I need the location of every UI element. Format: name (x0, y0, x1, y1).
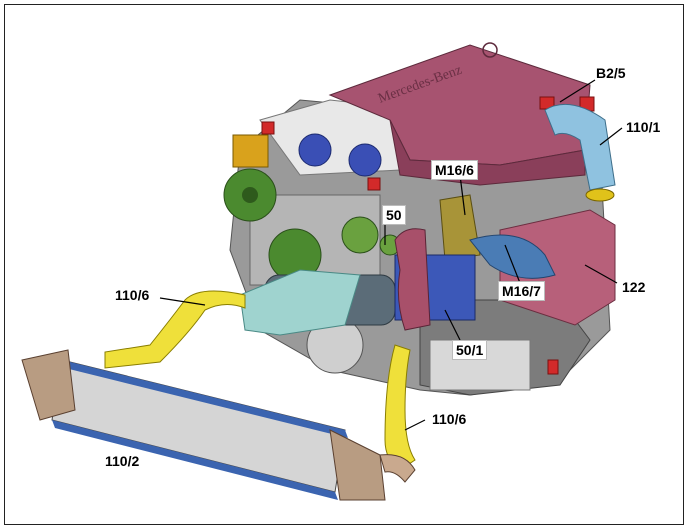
intake-duct (239, 269, 361, 336)
throttle-actuator (439, 194, 481, 261)
label-110-2: 110/2 (105, 453, 140, 469)
charge-hose-left (104, 290, 246, 369)
label-110-1: 110/1 (626, 119, 661, 135)
pipe-m16-7 (469, 234, 556, 279)
red-connectors (261, 96, 595, 375)
label-50-1: 50/1 (452, 340, 488, 360)
label-110-6-bottom: 110/6 (432, 411, 467, 427)
charge-pipe-elbow (394, 228, 431, 331)
leader-lines (159, 79, 623, 431)
label-122: 122 (622, 279, 646, 295)
label-b2-5: B2/5 (596, 65, 626, 81)
intercooler (21, 349, 416, 501)
reservoir (232, 134, 269, 168)
label-50-top: 50 (382, 205, 406, 225)
label-110-6-left: 110/6 (115, 287, 150, 303)
label-m16-7: M16/7 (498, 281, 545, 301)
mercedes-star-icon (482, 42, 498, 58)
air-pipe-110-1 (544, 103, 616, 191)
label-m16-6: M16/6 (431, 160, 478, 180)
camshaft-adjusters (298, 133, 382, 177)
